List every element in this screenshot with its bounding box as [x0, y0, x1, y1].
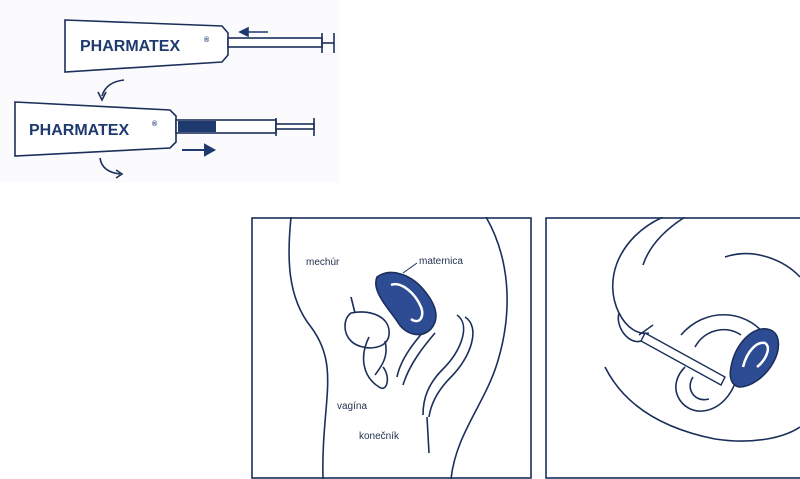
- brand-mark-1: ®: [204, 36, 210, 44]
- rectum-label: konečník: [359, 431, 400, 442]
- uterus-label: maternica: [419, 256, 463, 267]
- applicator-diagram: PHARMATEX ® PHARMATEX ®: [0, 0, 340, 183]
- brand-label-1: PHARMATEX: [80, 38, 180, 55]
- applicator-instructions: PHARMATEX ® PHARMATEX ®: [0, 0, 340, 183]
- insertion-svg: [545, 217, 800, 479]
- gel-fill: [178, 121, 216, 132]
- bladder-label: mechúr: [306, 257, 340, 268]
- anatomy-diagram: mechúr maternica vagína konečník: [251, 217, 532, 479]
- brand-mark-2: ®: [152, 120, 158, 128]
- brand-label-2: PHARMATEX: [29, 122, 129, 139]
- vagina-label: vagína: [337, 401, 367, 412]
- direction-arrow-icon: [240, 28, 268, 36]
- anatomy-svg: mechúr maternica vagína konečník: [251, 217, 532, 479]
- direction-arrow-icon: [182, 145, 214, 155]
- insertion-diagram: [545, 217, 800, 479]
